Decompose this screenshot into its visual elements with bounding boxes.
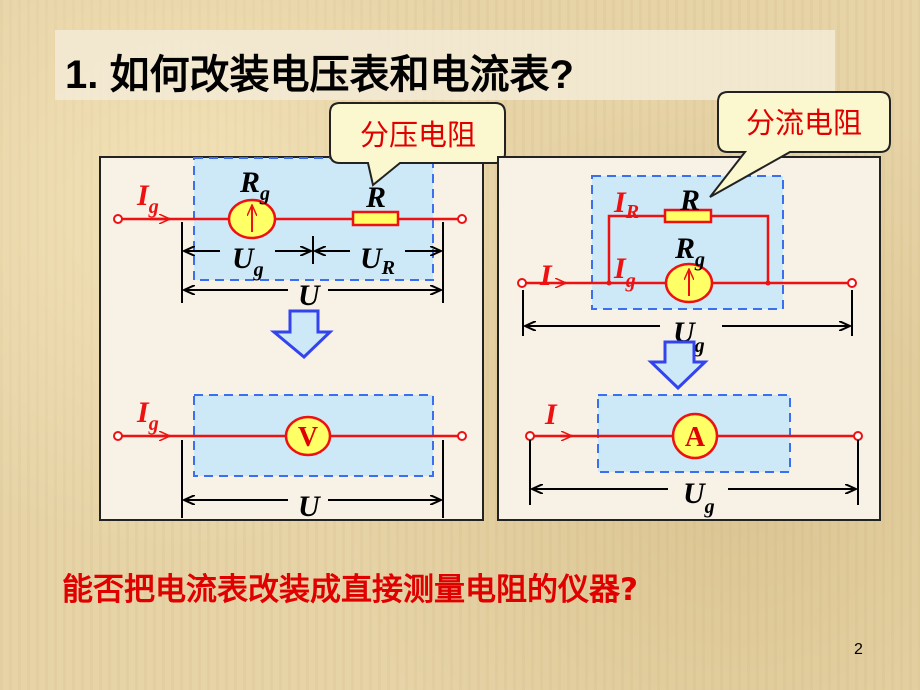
down-arrow-icon xyxy=(269,309,334,360)
callout-shunt: 分流电阻 xyxy=(709,91,891,198)
ammeter-diagram: I IR R Rg Ig Ug A I Ug xyxy=(497,156,881,521)
label-ig: Ig xyxy=(613,252,636,292)
label-rg: Rg xyxy=(674,232,705,271)
page-number: 2 xyxy=(854,641,863,658)
slide-title: 1. 如何改装电压表和电流表? xyxy=(65,53,574,97)
title-band xyxy=(55,30,835,100)
svg-text:分流电阻: 分流电阻 xyxy=(746,106,862,140)
label-ig: Ig xyxy=(136,396,159,435)
voltmeter xyxy=(284,415,332,457)
label-ir: IR xyxy=(613,186,639,223)
terminal xyxy=(113,214,123,224)
question-text: 能否把电流表改装成直接测量电阻的仪器? xyxy=(62,572,638,608)
label-u: U xyxy=(298,490,321,523)
ammeter-label: A xyxy=(685,422,706,453)
label-ur: UR xyxy=(360,242,395,279)
ammeter xyxy=(671,412,719,460)
label-r: R xyxy=(679,184,700,217)
down-arrow-icon xyxy=(647,340,709,391)
label-r: R xyxy=(365,181,386,214)
voltmeter-label: V xyxy=(298,422,318,453)
resistor xyxy=(351,210,400,227)
callout-voltage-divider: 分压电阻 xyxy=(329,102,506,187)
voltmeter-diagram: Ig Rg R Ug UR U V Ig U xyxy=(99,156,484,523)
label-ig: Ig xyxy=(136,179,159,218)
terminal xyxy=(457,214,467,224)
shunt-resistor xyxy=(663,208,713,224)
svg-text:分压电阻: 分压电阻 xyxy=(360,118,476,152)
label-i: I xyxy=(539,259,553,292)
label-ug: Ug xyxy=(232,242,264,281)
label-rg: Rg xyxy=(239,166,270,205)
label-i: I xyxy=(544,398,558,431)
label-u: U xyxy=(298,279,321,312)
label-ug: Ug xyxy=(683,477,715,518)
